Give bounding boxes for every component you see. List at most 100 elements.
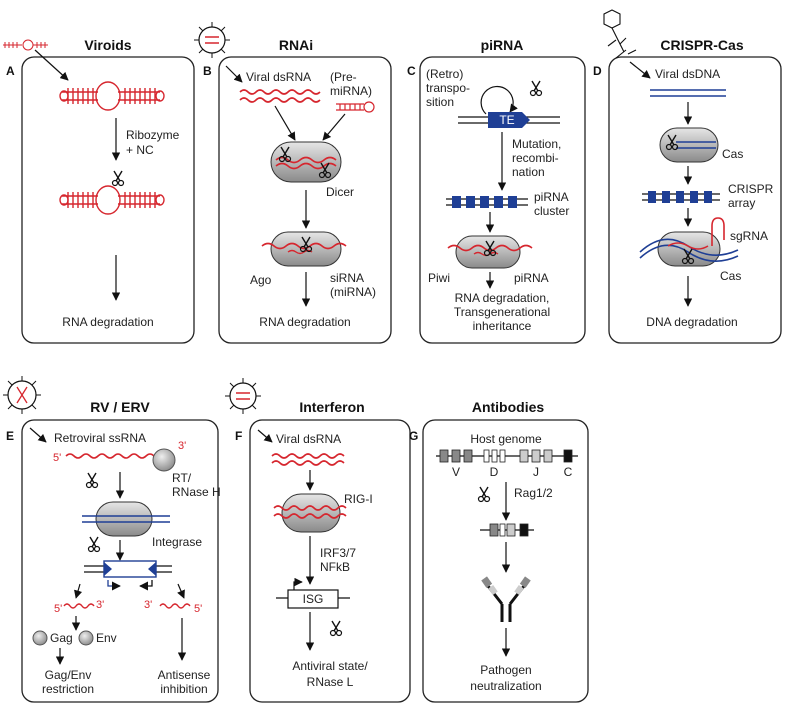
panel-title: Antibodies [472, 399, 545, 415]
retro-label: transpo- [426, 81, 470, 95]
panel-box [21, 56, 195, 344]
outcome-label: RNA degradation [62, 315, 153, 329]
outcome-label: Gag/Env [45, 668, 92, 682]
gag-protein [32, 630, 48, 646]
panel-title: RV / ERV [90, 399, 150, 415]
prime-label: 3' [144, 599, 152, 611]
panel-box [249, 419, 411, 703]
input-label: Viral dsRNA [246, 70, 311, 84]
outcome-label: DNA degradation [646, 315, 737, 329]
piwi-label: Piwi [428, 271, 450, 285]
phage-icon [603, 9, 637, 59]
sgrna [711, 217, 725, 246]
array-label: array [728, 196, 755, 210]
segment-label: C [564, 465, 573, 479]
rearranged-gene [489, 523, 529, 537]
segment-label: D [490, 465, 499, 479]
antibody-icon [481, 576, 531, 622]
outcome-label: Antiviral state/ [292, 659, 368, 673]
input-label: Viral dsRNA [276, 432, 341, 446]
retro-label: (Retro) [426, 67, 463, 81]
input-label: Viral dsDNA [655, 67, 720, 81]
vdj-segments [439, 449, 573, 463]
retro-label: sition [426, 95, 454, 109]
irf-label: IRF3/7 [320, 546, 356, 560]
prime-label: 3' [178, 440, 186, 452]
panel-rnai: B RNAi Viral dsRNA (Pre- miRNA) Dicer Ag… [194, 22, 392, 344]
segment-label: J [533, 465, 539, 479]
outcome-label: restriction [42, 682, 94, 696]
outcome-label: Antisense [158, 668, 211, 682]
array-label: CRISPR [728, 182, 774, 196]
input-label: Host genome [470, 432, 542, 446]
panel-title: piRNA [481, 37, 524, 53]
panel-antibodies: G Antibodies Host genome V D J C Rag1/2 [409, 399, 589, 703]
cleaved-viroid [59, 185, 165, 215]
mutation-label: recombi- [512, 151, 559, 165]
panel-letter: A [6, 64, 15, 78]
sirna-label: (miRNA) [330, 285, 376, 299]
prime-label: 5' [53, 452, 61, 464]
outcome-label: RNA degradation, [455, 291, 550, 305]
cas-label: Cas [722, 147, 743, 161]
outcome-label: Pathogen [480, 663, 531, 677]
panel-interferon: F Interferon Viral dsRNA RIG-I IRF3/7 NF… [225, 378, 411, 703]
input-label: Retroviral ssRNA [54, 431, 146, 445]
virus-icon [194, 22, 230, 58]
cluster-label: piRNA [534, 190, 569, 204]
pre-mirna-label: (Pre- [330, 70, 357, 84]
outcome-label: RNA degradation [259, 315, 350, 329]
prime-label: 5' [54, 603, 62, 615]
retrovirus-icon [3, 376, 41, 414]
viroid-icon [3, 39, 48, 51]
irf-label: NFkB [320, 560, 350, 574]
te-label: TE [499, 113, 514, 127]
panel-title: CRISPR-Cas [660, 37, 743, 53]
panel-letter: D [593, 64, 602, 78]
piwi-complex [455, 235, 521, 269]
panel-box [218, 56, 392, 344]
step-label: Ribozyme [126, 128, 180, 142]
outcome-label: RNase L [307, 675, 354, 689]
panel-title: Viroids [84, 37, 131, 53]
dicer-label: Dicer [326, 185, 354, 199]
integrase-label: Integrase [152, 535, 202, 549]
sgrna-label: sgRNA [730, 229, 768, 243]
pirna-label: piRNA [514, 271, 549, 285]
mutation-label: Mutation, [512, 137, 561, 151]
outcome-label: neutralization [470, 679, 541, 693]
panel-letter: C [407, 64, 416, 78]
isg-gene [287, 589, 339, 609]
panel-rv-erv: E RV / ERV Retroviral ssRNA 5' 3' RT/ RN… [3, 376, 221, 703]
dsrna [271, 453, 345, 466]
outcome-label: inhibition [160, 682, 207, 696]
rig-i-complex [281, 493, 341, 533]
prime-label: 5' [194, 603, 202, 615]
rag-label: Rag1/2 [514, 486, 553, 500]
mutation-label: nation [512, 165, 545, 179]
env-protein [78, 630, 94, 646]
panel-letter: B [203, 64, 212, 78]
rt-enzyme [152, 448, 176, 472]
rig-i-label: RIG-I [344, 492, 373, 506]
panel-title: RNAi [279, 37, 313, 53]
segment-label: V [452, 465, 460, 479]
rt-label: RNase H [172, 485, 221, 499]
panel-pirna: C piRNA (Retro) transpo- sition TE Mutat… [407, 37, 586, 344]
dsdna [650, 89, 726, 97]
outcome-label: Transgenerational [454, 305, 550, 319]
env-label: Env [96, 631, 117, 645]
step-label: + NC [126, 143, 154, 157]
panel-letter: G [409, 429, 418, 443]
pre-mirna [336, 101, 375, 113]
outcome-label: inheritance [473, 319, 532, 333]
panel-letter: F [235, 429, 242, 443]
rt-label: RT/ [172, 471, 192, 485]
crispr-array [648, 191, 712, 203]
ssrna [65, 453, 163, 459]
gag-label: Gag [50, 631, 73, 645]
isg-label: ISG [303, 592, 324, 606]
virus-icon [225, 378, 261, 414]
panel-title: Interferon [299, 399, 364, 415]
cas-label: Cas [720, 269, 741, 283]
